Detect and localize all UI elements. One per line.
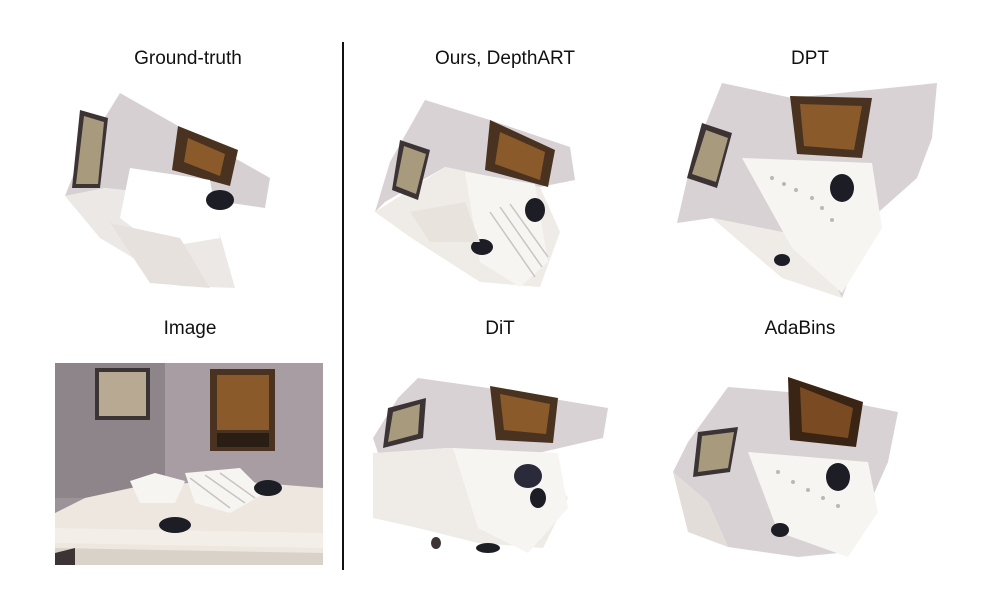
ours-pointcloud [370,92,590,292]
input-image [55,363,323,565]
adabins-label: AdaBins [764,318,836,339]
dpt-pointcloud [672,78,947,303]
adabins-pointcloud [668,372,903,562]
dpt-label: DPT [791,48,829,69]
ground-truth-label: Ground-truth [134,48,242,69]
dit-pointcloud [368,368,613,558]
vertical-divider [342,42,344,570]
ground-truth-pointcloud [60,88,280,293]
ours-label: Ours, DepthART [434,48,576,69]
dit-label: DiT [485,318,515,339]
image-label: Image [163,318,217,339]
